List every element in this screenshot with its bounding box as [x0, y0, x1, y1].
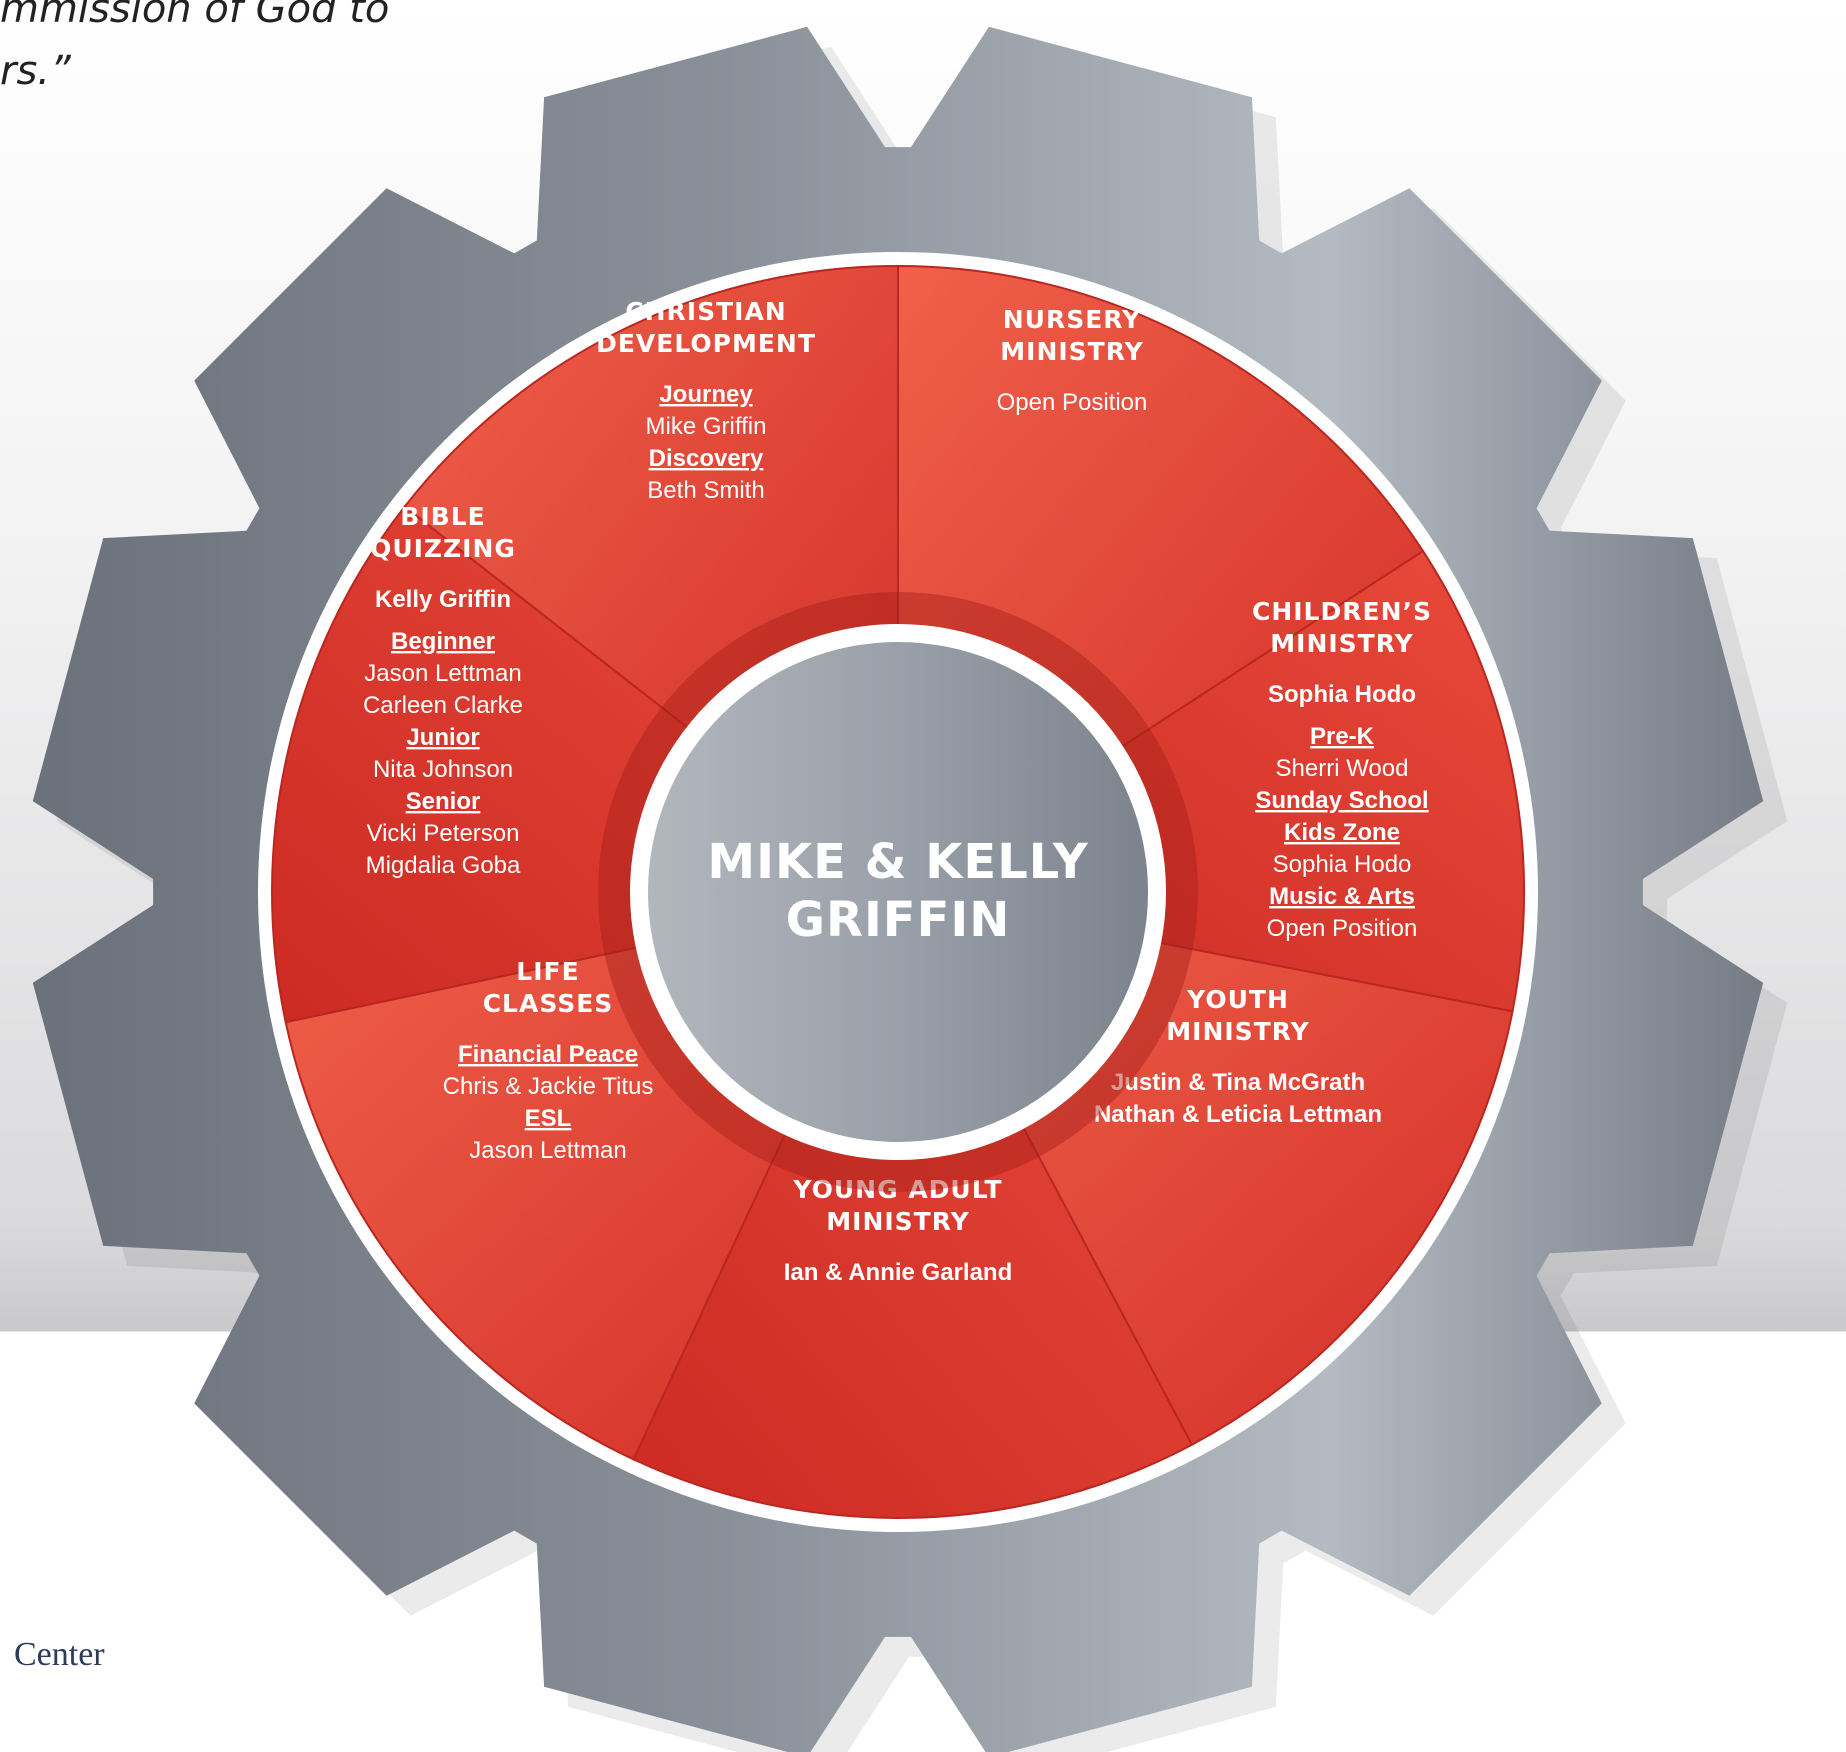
life-classes-title-line: LIFE [516, 957, 579, 986]
section-youth: YOUTH MINISTRY Justin & Tina McGrathNathan… [1094, 985, 1382, 1128]
segment-young-adult [632, 889, 1194, 1519]
childrens-subheading: Music & Arts [1269, 883, 1415, 910]
bible-quizzing-name: Nita Johnson [373, 756, 513, 783]
bible-quizzing-name: Vicki Peterson [367, 820, 520, 847]
christian-development-title-line: CHRISTIAN [625, 297, 786, 326]
childrens-name: Sophia Hodo [1273, 851, 1412, 878]
christian-development-name: Mike Griffin [646, 413, 767, 440]
youth-name: Justin & Tina McGrath [1111, 1069, 1365, 1096]
nursery-name: Open Position [997, 389, 1148, 416]
christian-development-subheading: Discovery [649, 445, 764, 472]
life-classes-title-line: CLASSES [483, 989, 614, 1018]
bible-quizzing-name: Kelly Griffin [375, 586, 511, 613]
christian-development-title-line: DEVELOPMENT [596, 329, 816, 358]
hub-disc [648, 642, 1148, 1142]
section-bible-quizzing: BIBLE QUIZZING Kelly GriffinBeginnerJason … [363, 502, 523, 879]
church-logo-text: Center [14, 1636, 105, 1673]
young-adult-name: Ian & Annie Garland [784, 1259, 1012, 1286]
young-adult-title-line: MINISTRY [826, 1207, 969, 1236]
section-young-adult: YOUNG ADULT MINISTRY Ian & Annie Garland [784, 1175, 1012, 1286]
life-classes-name: Chris & Jackie Titus [443, 1073, 654, 1100]
bible-quizzing-name: Carleen Clarke [363, 692, 523, 719]
christian-development-subheading: Journey [659, 381, 753, 408]
life-classes-subheading: ESL [525, 1105, 572, 1132]
young-adult-title-line: YOUNG ADULT [792, 1175, 1002, 1204]
bible-quizzing-name: Jason Lettman [364, 660, 521, 687]
childrens-subheading: Sunday School [1255, 787, 1428, 814]
childrens-name: Sophia Hodo [1268, 681, 1416, 708]
bible-quizzing-title-line: QUIZZING [370, 534, 516, 563]
center-name-line: MIKE & KELLY [707, 834, 1089, 890]
childrens-name: Sherri Wood [1276, 755, 1409, 782]
christian-development-name: Beth Smith [647, 477, 764, 504]
life-classes-name: Jason Lettman [469, 1137, 626, 1164]
bible-quizzing-subheading: Junior [406, 724, 479, 751]
childrens-title-line: MINISTRY [1270, 629, 1413, 658]
nursery-title-line: MINISTRY [1000, 337, 1143, 366]
bible-quizzing-title-line: BIBLE [400, 502, 485, 531]
childrens-title-line: CHILDREN’S [1252, 597, 1432, 626]
childrens-subheading: Pre-K [1310, 723, 1375, 750]
center-name-line: GRIFFIN [786, 892, 1011, 948]
bible-quizzing-subheading: Senior [406, 788, 481, 815]
bible-quizzing-subheading: Beginner [391, 628, 495, 655]
nursery-title-line: NURSERY [1003, 305, 1142, 334]
life-classes-subheading: Financial Peace [458, 1041, 638, 1068]
youth-name: Nathan & Leticia Lettman [1094, 1101, 1382, 1128]
section-nursery: NURSERY MINISTRY Open Position [997, 305, 1148, 416]
quote-line-2: rs.” [0, 48, 71, 94]
scripture-quote: mmission of God to rs.” [0, 0, 389, 102]
childrens-subheading: Kids Zone [1284, 819, 1400, 846]
youth-title-line: MINISTRY [1166, 1017, 1309, 1046]
childrens-name: Open Position [1267, 915, 1418, 942]
quote-line-1: mmission of God to [0, 0, 390, 32]
bible-quizzing-name: Migdalia Goba [366, 852, 521, 879]
youth-title-line: YOUTH [1186, 985, 1289, 1014]
